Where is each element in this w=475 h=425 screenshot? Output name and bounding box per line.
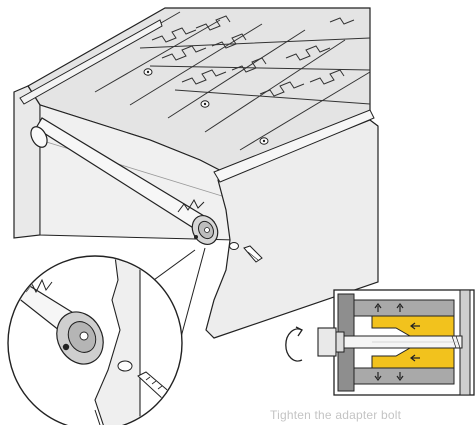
arrow-down-icon xyxy=(374,372,404,381)
arrow-up-icon xyxy=(374,303,404,312)
shaft-adapter xyxy=(177,198,263,263)
rotation-arrow-icon xyxy=(285,326,303,362)
arrow-left-icon xyxy=(410,322,420,362)
magnified-detail-circle xyxy=(7,255,183,425)
adapter-cross-section xyxy=(285,289,475,396)
front-side-frame xyxy=(205,109,379,339)
figure-caption: Tighten the adapter bolt xyxy=(270,408,402,422)
